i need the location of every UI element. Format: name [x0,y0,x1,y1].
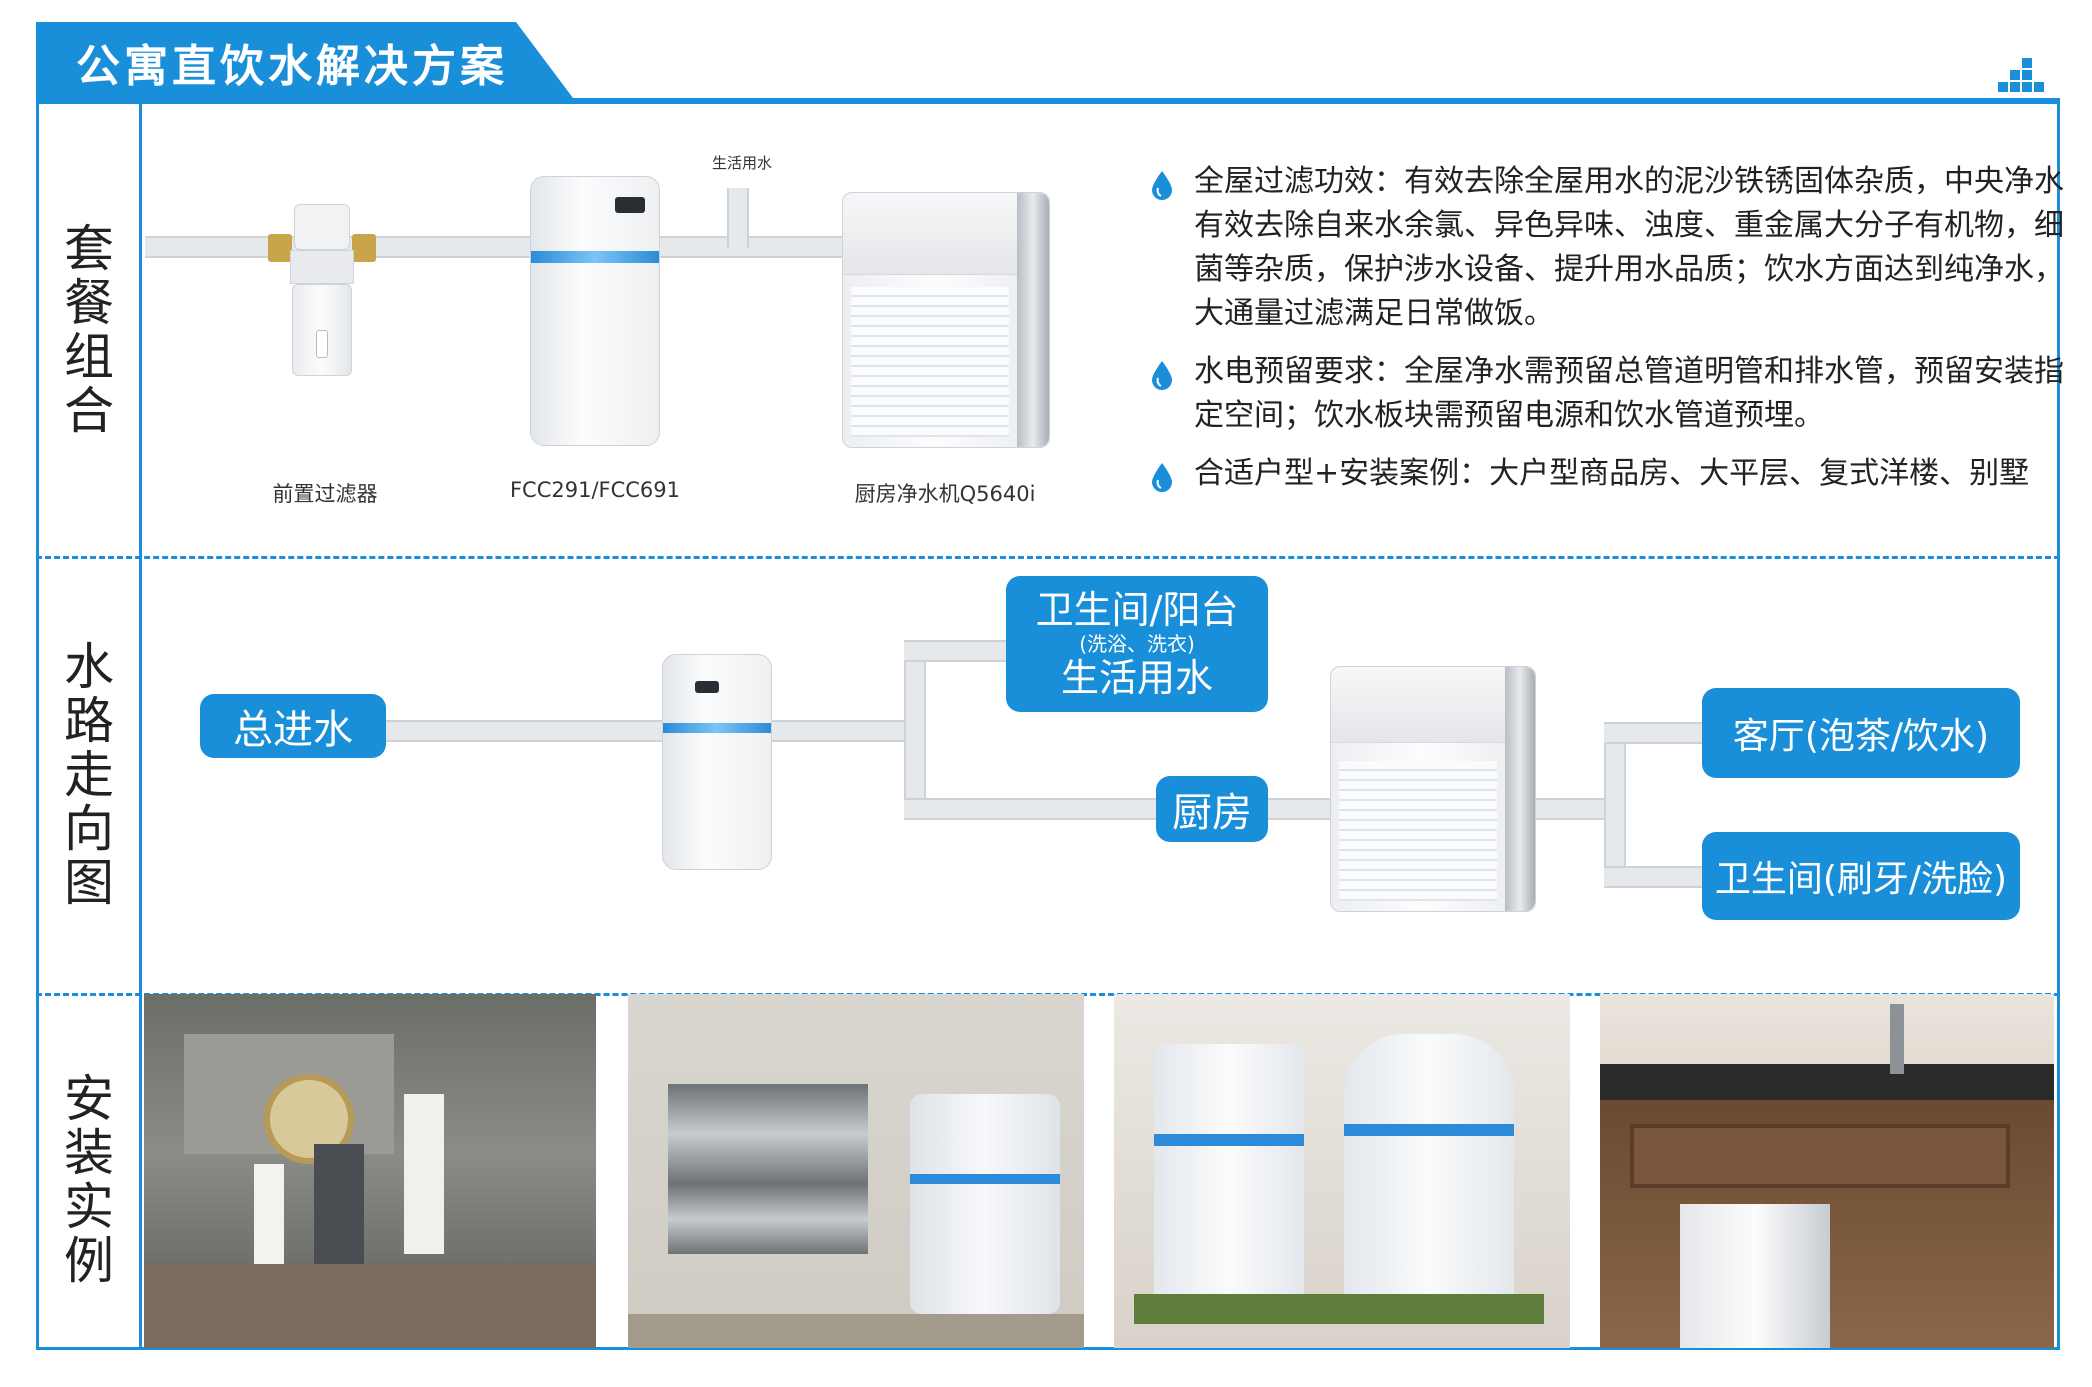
title-underline [36,98,2060,104]
bath-label: 卫生间/阳台 [1035,588,1239,632]
install-photo-2 [628,994,1084,1348]
section-label-install: 安装实例 [36,1072,142,1288]
product-caption-purifier: 厨房净水机Q5640i [854,482,1036,506]
water-drop-icon [1152,171,1172,200]
bath-note: (洗浴、洗衣) [1079,632,1195,656]
page-title: 公寓直饮水解决方案 [76,41,508,92]
product-caption-prefilter: 前置过滤器 [272,482,378,506]
branch-pipe [727,188,749,248]
living-room-box: 客厅(泡茶/饮水) [1702,688,2020,778]
branch-label: 生活用水 [712,154,773,172]
section-label-column: 套餐组合 水路走向图 安装实例 [36,102,142,1350]
section-label-route-text: 水路走向图 [64,638,114,912]
purifier-device [842,192,1050,448]
page-frame [36,98,2060,1350]
description-text: 合适户型+安装案例：大户型商品房、大平层、复式洋楼、别墅 [1194,456,2030,491]
route-purifier-device [1330,666,1536,912]
living-room-label: 客厅(泡茶/饮水) [1732,716,1990,757]
package-descriptions: 全屋过滤功效：有效去除全屋用水的泥沙铁锈固体杂质，中央净水有效去除自来水余氯、异… [1150,160,2070,510]
section-label-package-text: 套餐组合 [64,220,114,440]
bath-box: 卫生间/阳台 (洗浴、洗衣) 生活用水 [1006,576,1268,712]
install-photo-1 [144,994,596,1348]
washroom-box: 卫生间(刷牙/洗脸) [1702,832,2020,920]
section-label-package: 套餐组合 [36,222,142,438]
title-bar: 公寓直饮水解决方案 [36,22,2068,104]
softener-device [530,176,660,446]
section-label-route: 水路走向图 [36,640,142,910]
route-pipe-washroom [1604,866,1716,888]
route-pipe-bath [904,640,1014,662]
route-softener-device [662,654,772,870]
corner-decoration-icon [1998,58,2054,94]
title-tab: 公寓直饮水解决方案 [36,22,576,102]
route-pipe-kitchen [904,798,1334,820]
description-item: 全屋过滤功效：有效去除全屋用水的泥沙铁锈固体杂质，中央净水有效去除自来水余氯、异… [1150,160,2070,336]
section-divider-1 [36,556,2060,559]
description-text: 水电预留要求：全屋净水需预留总管道明管和排水管，预留安装指定空间；饮水板块需预留… [1194,354,2064,433]
route-pipe-riser [904,640,926,820]
product-caption-softener: FCC291/FCC691 [509,478,681,502]
route-pipe-main [380,720,910,742]
description-text: 全屋过滤功效：有效去除全屋用水的泥沙铁锈固体杂质，中央净水有效去除自来水余氯、异… [1194,164,2064,331]
route-pipe-out [1530,798,1610,820]
route-pipe-split [1604,722,1626,882]
water-drop-icon [1152,463,1172,492]
description-item: 水电预留要求：全屋净水需预留总管道明管和排水管，预留安装指定空间；饮水板块需预留… [1150,350,2070,438]
washroom-label: 卫生间(刷牙/洗脸) [1714,859,2008,900]
description-item: 合适户型+安装案例：大户型商品房、大平层、复式洋楼、别墅 [1150,452,2070,496]
section-label-install-text: 安装实例 [64,1070,114,1290]
bath-usage-label: 生活用水 [1060,656,1213,700]
inlet-label: 总进水 [233,707,353,753]
kitchen-box: 厨房 [1156,776,1268,842]
install-photo-4 [1600,994,2054,1348]
water-drop-icon [1152,361,1172,390]
inlet-box: 总进水 [200,694,386,758]
route-pipe-living [1604,722,1716,744]
kitchen-label: 厨房 [1172,790,1252,836]
pre-filter-device [268,196,376,382]
install-photo-3 [1114,994,1570,1348]
